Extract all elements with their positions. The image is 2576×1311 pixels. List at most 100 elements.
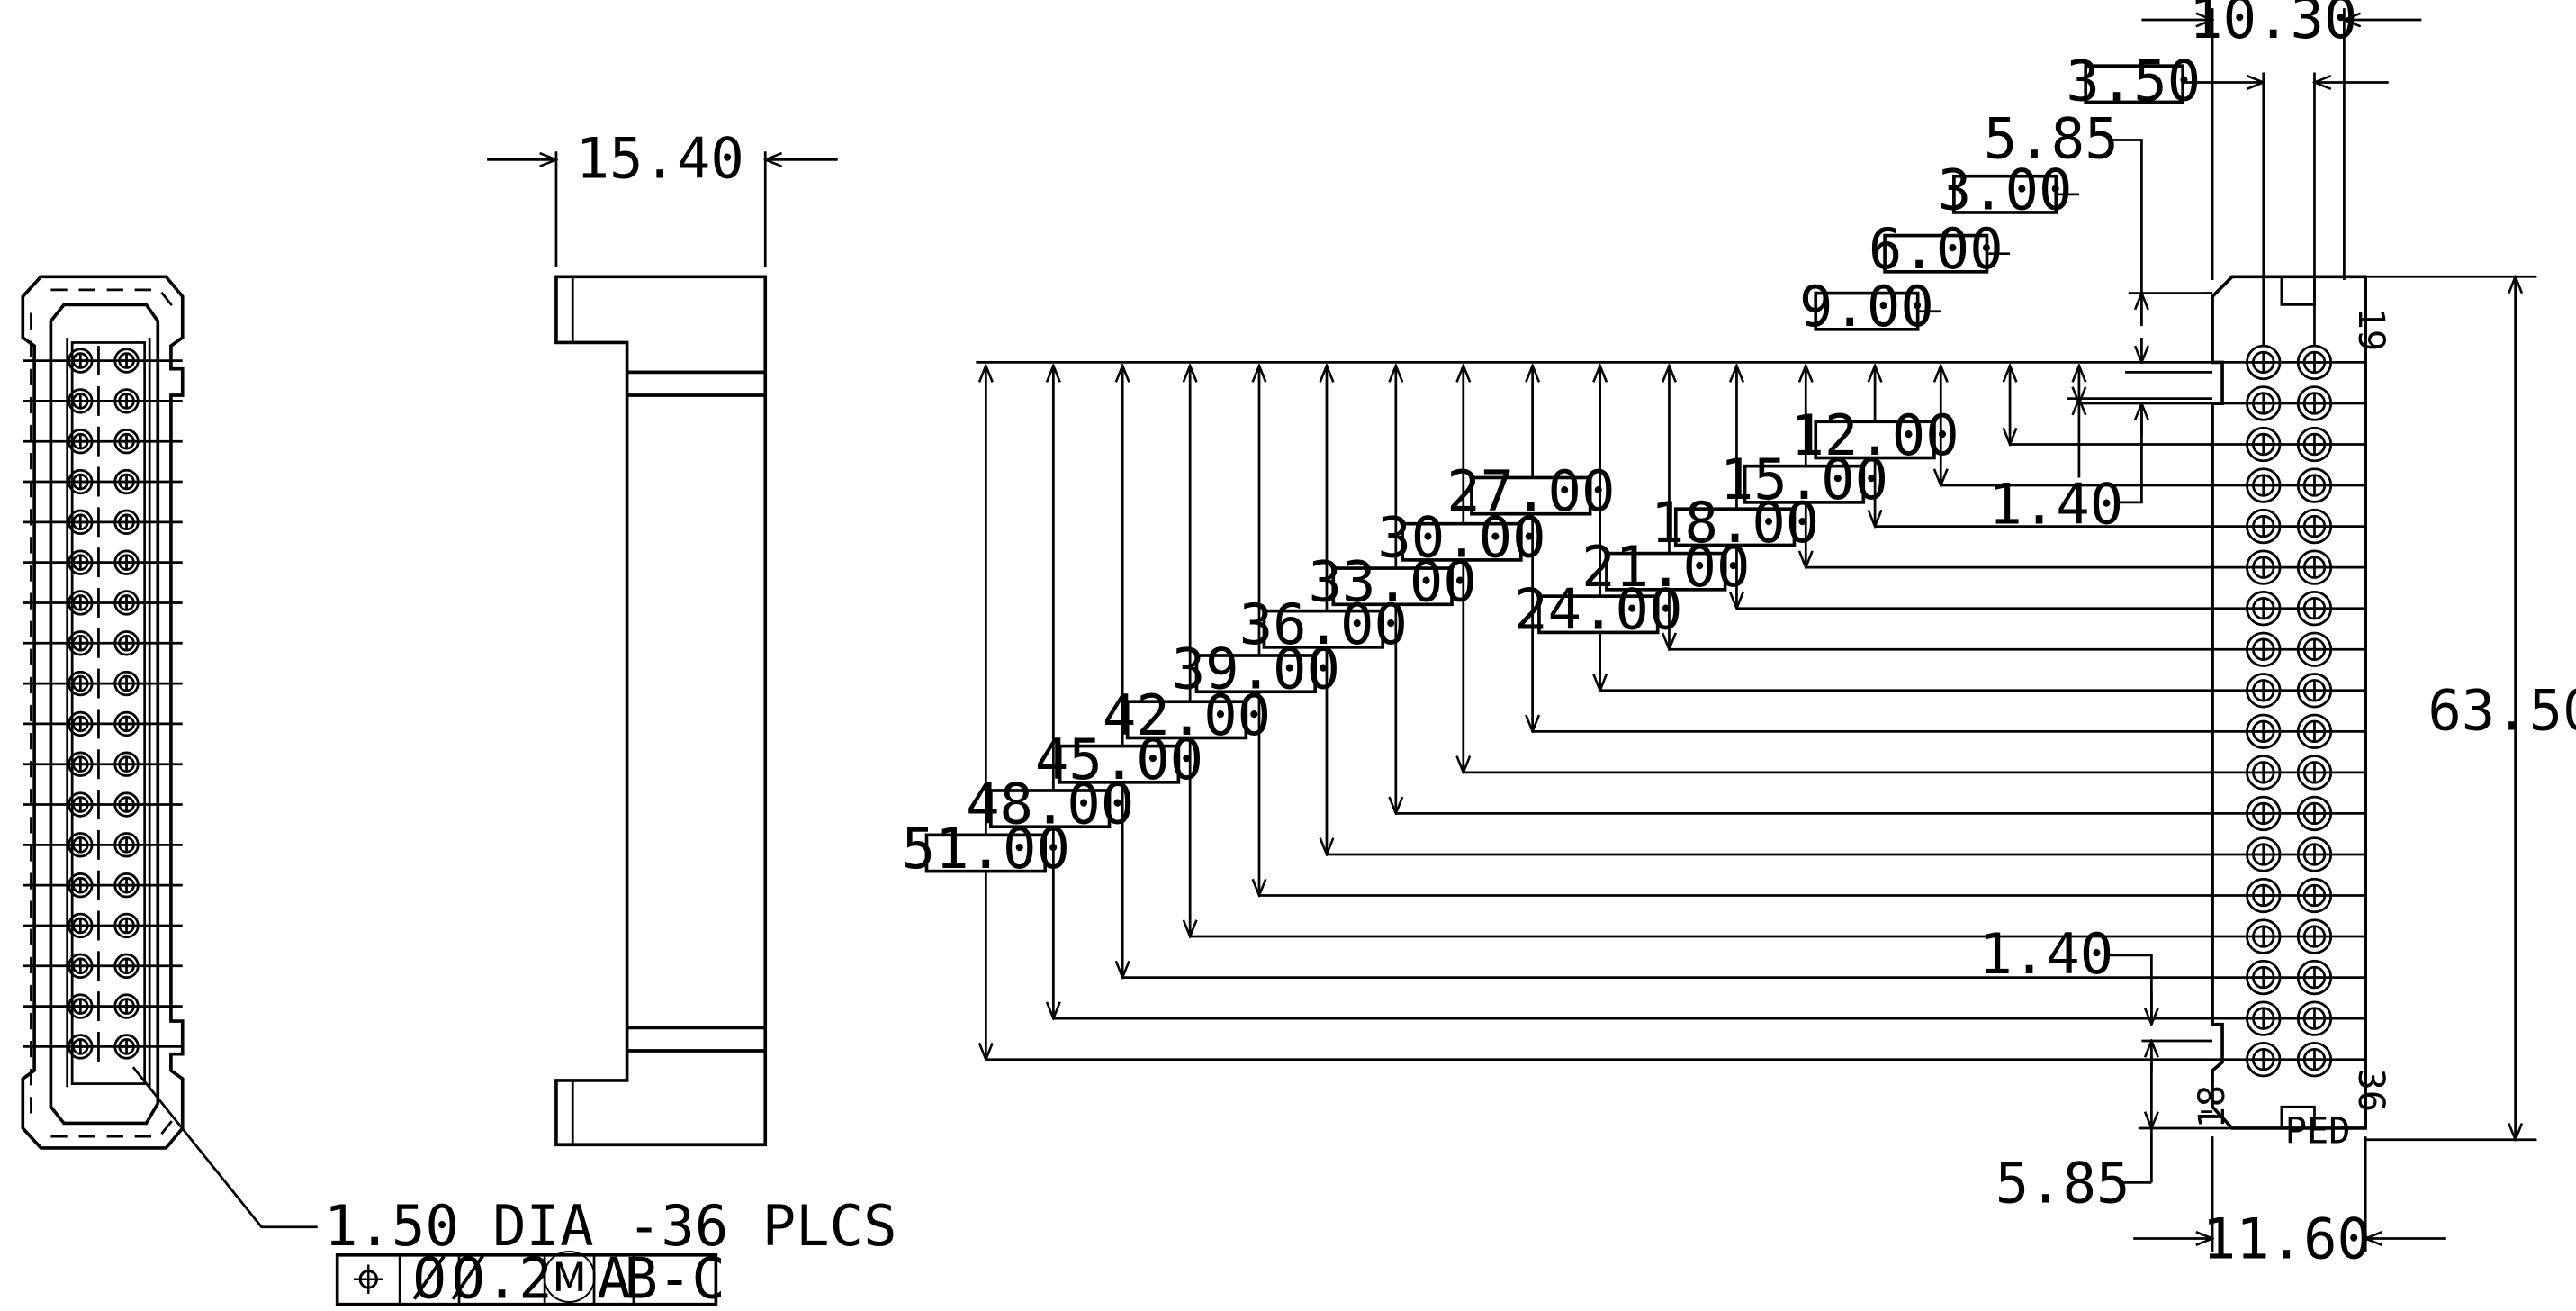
contact-housing	[70, 341, 147, 1085]
front-pin	[113, 872, 140, 899]
row-offset-label: 45.00	[1035, 727, 1203, 792]
plan-pin	[2246, 836, 2282, 872]
plan-pin	[2246, 1000, 2282, 1036]
front-pin	[68, 468, 94, 495]
plan-pin	[2246, 713, 2282, 749]
plan-pin	[2246, 918, 2282, 954]
side-view: 15.40	[487, 126, 838, 1147]
plan-pin	[2246, 508, 2282, 545]
row-offset-label: 21.00	[1581, 534, 1750, 600]
plan-pin	[2246, 549, 2282, 585]
row-label-box	[1262, 609, 1385, 649]
front-pin	[113, 993, 140, 1019]
row-offset-label: 36.00	[1239, 592, 1408, 657]
row-label-box	[1401, 521, 1523, 562]
row-label-box	[1883, 233, 1989, 274]
plan-pin	[2296, 836, 2333, 872]
ped-label: PED	[2285, 1110, 2351, 1152]
row-offset-label: 33.00	[1309, 549, 1477, 615]
front-pin	[113, 751, 140, 777]
top-gap-dim: 1.40	[1988, 472, 2123, 538]
row-label-box	[1194, 654, 1318, 694]
front-pin	[68, 670, 94, 697]
base-width-dim: 11.60	[2202, 1206, 2371, 1271]
plan-pin	[2296, 591, 2333, 627]
pin-18-label: 18	[2192, 1085, 2233, 1128]
front-pin	[113, 509, 140, 536]
row-offset-label: 39.00	[1172, 637, 1340, 702]
front-pin	[113, 468, 140, 495]
plan-pin	[2246, 467, 2282, 503]
front-pin	[68, 348, 94, 374]
front-pin-grid	[23, 346, 183, 1062]
row-label-box	[1058, 744, 1181, 784]
plan-pin	[2296, 755, 2333, 791]
front-pin	[68, 953, 94, 979]
plan-pin	[2246, 959, 2282, 996]
plan-pin	[2246, 795, 2282, 832]
plan-pin	[2246, 877, 2282, 914]
front-pin	[113, 1034, 140, 1060]
row-label-box	[1537, 594, 1660, 635]
pin-36-label: 36	[2350, 1069, 2391, 1112]
plan-pin	[2296, 549, 2333, 585]
row-offset-label: 3.00	[1938, 157, 2073, 222]
front-pin	[113, 912, 140, 939]
plan-pin	[2296, 918, 2333, 954]
plan-pin	[2246, 1042, 2282, 1078]
front-pin	[68, 630, 94, 656]
plan-pin	[2246, 631, 2282, 667]
front-pin	[113, 348, 140, 374]
diameter-symbol-icon: Ø	[412, 1245, 446, 1311]
datum-b-c: B-C	[624, 1245, 725, 1311]
top-width-dim: 10.30	[2189, 0, 2357, 51]
front-pin	[113, 791, 140, 818]
side-width-dim: 15.40	[576, 126, 744, 192]
plan-view: 3.006.009.0012.0015.0018.0021.0024.0027.…	[902, 0, 2576, 1271]
row-offset-label: 9.00	[1799, 274, 1934, 339]
plan-pin	[2296, 508, 2333, 545]
plan-pin	[2296, 877, 2333, 914]
front-pin	[68, 590, 94, 616]
row-offset-label: 30.00	[1377, 504, 1545, 570]
row-label-box	[1673, 507, 1797, 547]
front-pin	[68, 993, 94, 1019]
front-pin	[68, 710, 94, 737]
plan-pin	[2296, 795, 2333, 832]
front-pin	[113, 549, 140, 575]
row-label-box	[924, 833, 1048, 873]
plan-pin	[2296, 959, 2333, 996]
mmc-symbol-icon: Ⓜ	[541, 1245, 597, 1311]
plan-pin	[2296, 426, 2333, 463]
front-pin	[68, 791, 94, 818]
front-view	[21, 275, 185, 1150]
front-pin	[68, 912, 94, 939]
plan-pin	[2296, 713, 2333, 749]
plan-pin	[2296, 467, 2333, 503]
bottom-offset-dim: 5.85	[1995, 1150, 2130, 1216]
plan-pin	[2296, 1042, 2333, 1078]
row-offset-label: 18.00	[1651, 490, 1819, 556]
position-symbol-icon: ⌖	[353, 1245, 384, 1311]
pin-19-label: 19	[2350, 308, 2391, 351]
row-offset-label: 27.00	[1446, 458, 1615, 524]
plan-pin	[2246, 591, 2282, 627]
row-label-box	[1814, 291, 1920, 331]
front-pin	[68, 509, 94, 536]
front-pin	[113, 590, 140, 616]
plan-pin	[2296, 1000, 2333, 1036]
bottom-gap-dim: 1.40	[1978, 921, 2113, 987]
top-offset-dim: 5.85	[1984, 106, 2119, 172]
plan-pin	[2246, 426, 2282, 463]
plan-pin	[2246, 673, 2282, 709]
row-offset-label: 48.00	[966, 772, 1134, 837]
row-label-box	[1470, 475, 1592, 516]
row-offset-label: 24.00	[1514, 577, 1682, 643]
row-label-box	[1814, 420, 1936, 460]
front-pin	[113, 429, 140, 455]
row-dimension-leaders: 3.006.009.0012.0015.0018.0021.0024.0027.…	[902, 157, 2213, 1059]
hole-callout: 1.50 DIA -36 PLCS ⌖ Ø Ø.2 Ⓜ A B-C	[131, 1066, 897, 1311]
front-pin	[68, 832, 94, 858]
datum-a: A	[597, 1245, 630, 1311]
